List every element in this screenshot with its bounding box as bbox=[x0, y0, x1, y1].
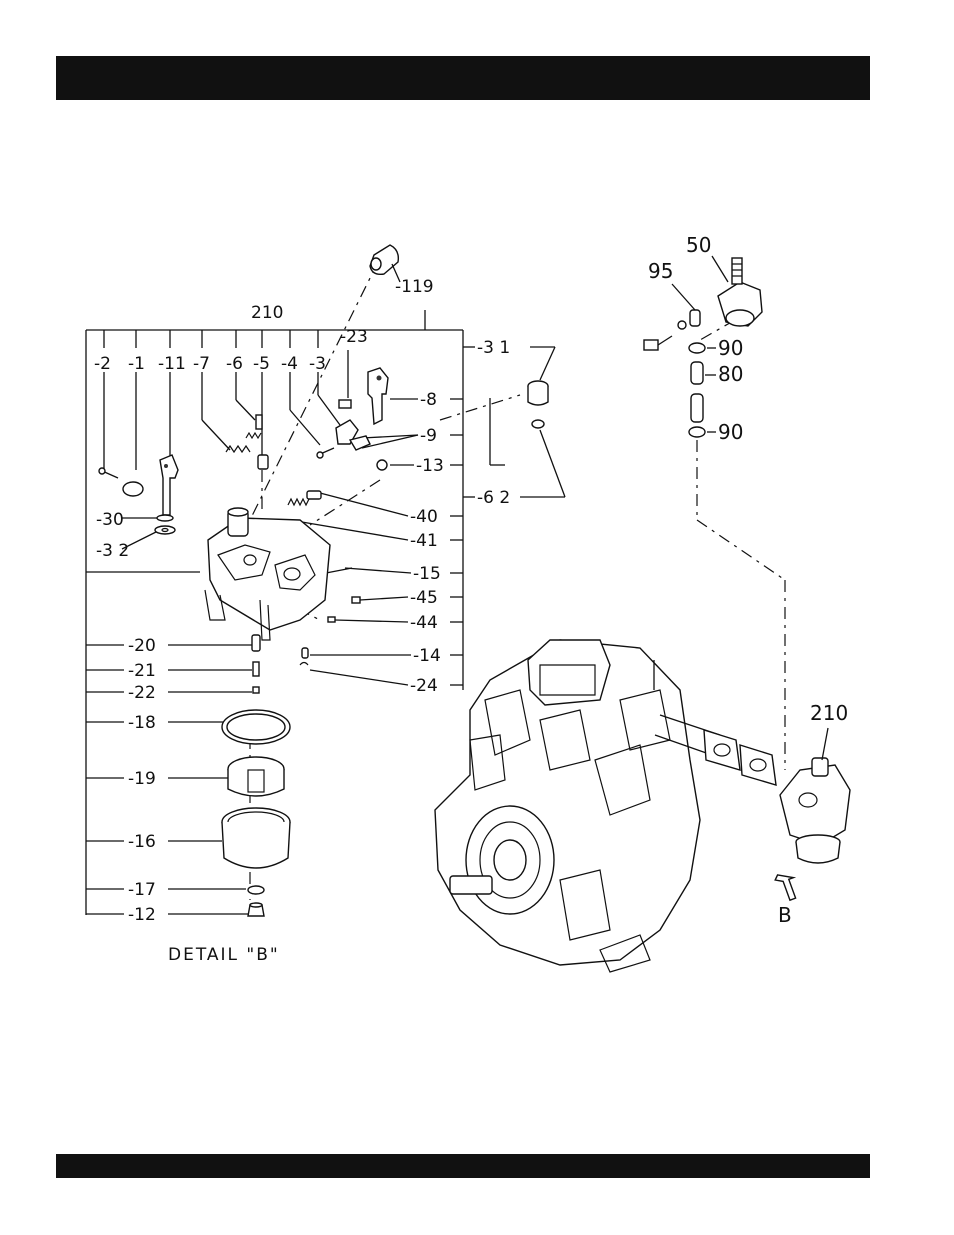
callout-23: -23 bbox=[340, 327, 368, 347]
callout-19: -19 bbox=[128, 769, 156, 789]
part-13-plug bbox=[377, 460, 387, 470]
callout-119: -119 bbox=[395, 277, 434, 297]
callout-90-upper: 90 bbox=[718, 336, 743, 360]
callout-50: 50 bbox=[686, 233, 711, 257]
part-20-nozzle bbox=[252, 635, 260, 651]
label-part-1: -1 bbox=[128, 354, 145, 374]
callout-40: -40 bbox=[410, 507, 438, 527]
part-95-elbow bbox=[672, 284, 700, 329]
callout-80: 80 bbox=[718, 362, 743, 386]
part-90-clamp-lower bbox=[689, 427, 716, 437]
callout-15: -15 bbox=[413, 564, 441, 584]
part-12-bolt bbox=[248, 903, 264, 916]
part-44-jet bbox=[328, 617, 335, 622]
callout-24: -24 bbox=[410, 676, 438, 696]
part-50-fuel-cock bbox=[712, 256, 762, 326]
part-4-screw bbox=[317, 448, 334, 458]
label-part-11: -11 bbox=[158, 354, 186, 374]
callout-9: -9 bbox=[420, 426, 437, 446]
detail-caption: DETAIL "B" bbox=[168, 945, 280, 965]
part-19-float bbox=[228, 757, 284, 796]
label-part-2: -2 bbox=[94, 354, 111, 374]
callout-45: -45 bbox=[410, 588, 438, 608]
callout-62: -6 2 bbox=[477, 488, 510, 508]
label-part-4: -4 bbox=[281, 354, 298, 374]
label-part-3: -3 bbox=[309, 354, 326, 374]
part-23-screw bbox=[339, 400, 351, 408]
part-32-washer bbox=[155, 526, 175, 534]
callout-210-detail: 210 bbox=[251, 303, 283, 323]
part-45-jet bbox=[352, 597, 360, 603]
part-1-lever bbox=[123, 455, 178, 515]
callout-17: -17 bbox=[128, 880, 156, 900]
callout-22: -22 bbox=[128, 683, 156, 703]
label-part-7: -7 bbox=[193, 354, 210, 374]
part-2-screw bbox=[99, 468, 118, 478]
part-24-clip bbox=[300, 663, 308, 666]
part-90-clamp-upper bbox=[689, 343, 716, 353]
callout-13: -13 bbox=[416, 456, 444, 476]
callout-32: -3 2 bbox=[96, 541, 129, 561]
callout-14: -14 bbox=[413, 646, 441, 666]
carburetor-on-engine bbox=[780, 728, 850, 863]
callout-16: -16 bbox=[128, 832, 156, 852]
callout-210-engine: 210 bbox=[810, 701, 848, 725]
part-8-bracket bbox=[368, 368, 388, 424]
callout-20: -20 bbox=[128, 636, 156, 656]
part-30-washer bbox=[157, 515, 173, 521]
callout-18: -18 bbox=[128, 713, 156, 733]
label-part-5: -5 bbox=[253, 354, 270, 374]
part-62-ring bbox=[532, 420, 544, 428]
part-22-jet bbox=[253, 687, 259, 693]
fuel-bolt bbox=[644, 336, 672, 350]
label-part-6: -6 bbox=[226, 354, 243, 374]
callout-31: -3 1 bbox=[477, 338, 510, 358]
part-16-float-bowl bbox=[222, 808, 290, 868]
callout-41: -41 bbox=[410, 531, 438, 551]
engine-assembly bbox=[435, 640, 776, 972]
part-40-screw bbox=[288, 491, 321, 505]
part-14-needle bbox=[302, 648, 308, 658]
part-31-cap bbox=[528, 381, 548, 405]
callout-44: -44 bbox=[410, 613, 438, 633]
carburetor-body-detail bbox=[205, 508, 330, 640]
callout-30: -30 bbox=[96, 510, 124, 530]
callout-8: -8 bbox=[420, 390, 437, 410]
callout-21: -21 bbox=[128, 661, 156, 681]
part-5-needle bbox=[258, 455, 268, 469]
callout-90-lower: 90 bbox=[718, 420, 743, 444]
part-17-washer bbox=[248, 886, 264, 894]
view-b-arrow-icon bbox=[774, 870, 800, 902]
part-80-hose bbox=[691, 362, 716, 422]
callout-95: 95 bbox=[648, 259, 673, 283]
part-21-jet bbox=[253, 662, 259, 676]
view-b-label: B bbox=[778, 903, 792, 927]
callout-12: -12 bbox=[128, 905, 156, 925]
part-18-gasket bbox=[222, 710, 290, 744]
